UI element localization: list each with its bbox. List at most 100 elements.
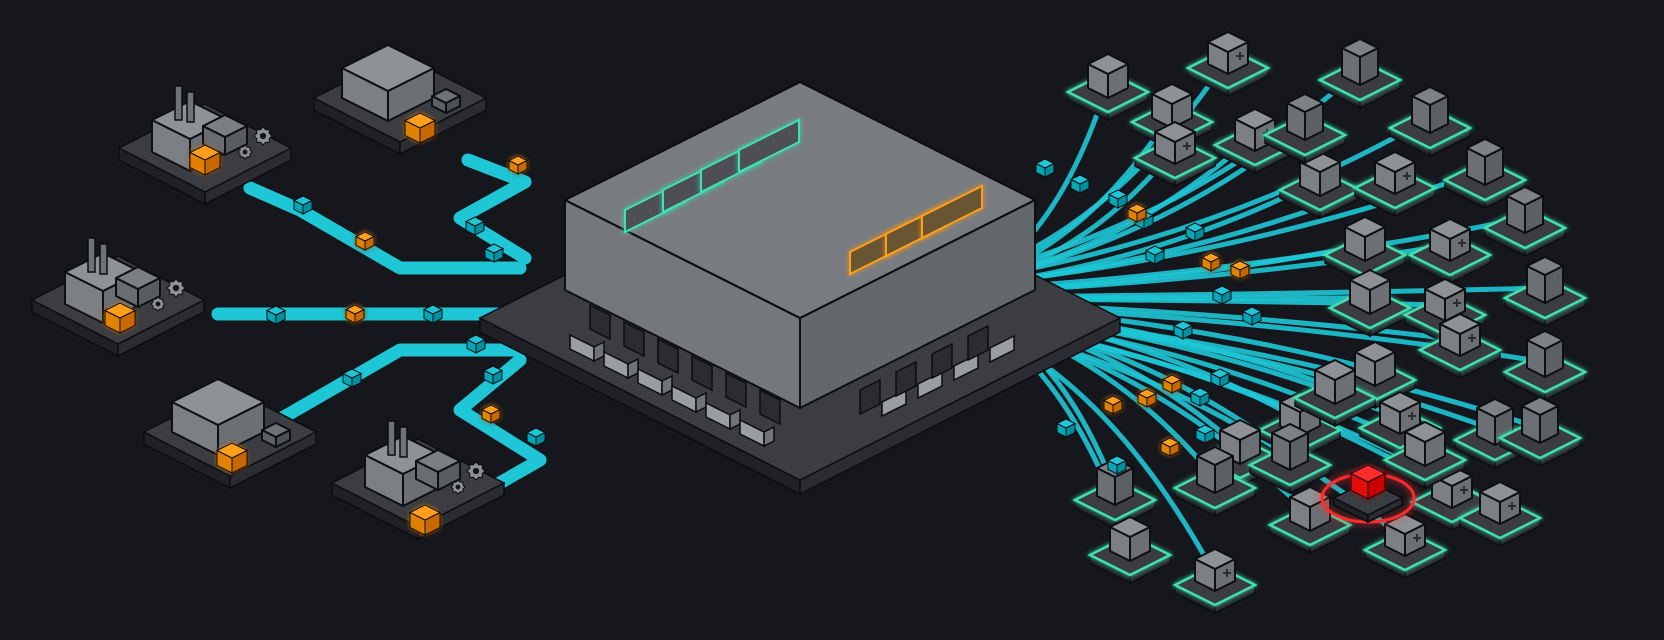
package-marker <box>482 365 504 385</box>
factory-icon <box>64 237 161 324</box>
destination-node <box>1185 31 1271 98</box>
pharmacy-icon <box>1439 313 1481 357</box>
destination-node <box>1322 216 1408 285</box>
store-icon <box>1299 151 1341 197</box>
package-marker <box>354 231 376 251</box>
package-marker <box>422 304 444 324</box>
destinations-group <box>1065 31 1588 615</box>
package-marker <box>480 404 502 424</box>
destination-node <box>1172 446 1258 518</box>
green-storage-rack <box>738 118 800 174</box>
pharmacy-icon <box>1479 481 1521 525</box>
pharmacy-cross-icon <box>1236 52 1244 60</box>
pharmacy-cross-icon <box>1408 412 1416 420</box>
destination-node <box>1247 423 1333 495</box>
package-box-icon <box>188 144 222 176</box>
store-icon <box>1109 516 1151 562</box>
dock-door <box>691 354 713 392</box>
package-marker <box>464 216 486 236</box>
store-icon <box>1151 83 1193 129</box>
package-marker <box>1102 395 1124 415</box>
outbound-flow-line <box>987 115 1433 279</box>
package-marker <box>1211 285 1233 305</box>
package-marker <box>1200 252 1222 272</box>
package-marker <box>507 155 529 175</box>
pharmacy-icon <box>1429 218 1471 262</box>
gear-icon <box>450 479 466 495</box>
store-icon <box>1087 53 1129 99</box>
package-marker <box>341 368 363 388</box>
destination-node <box>1407 218 1493 285</box>
inbound-flow-line <box>453 153 532 265</box>
dock-door <box>759 388 781 426</box>
package-marker <box>1136 388 1158 408</box>
pharmacy-icon <box>1154 121 1196 165</box>
forklift-icon <box>431 88 461 114</box>
pharmacy-cross-icon <box>1468 334 1476 342</box>
dock-door <box>895 360 917 398</box>
package-marker <box>1241 306 1263 326</box>
shelf-unit-icon <box>1196 446 1234 494</box>
alert-destination <box>1320 464 1416 524</box>
factory-icon <box>364 420 461 507</box>
supplier-2 <box>312 44 488 156</box>
destination-node <box>1417 313 1503 380</box>
destination-node <box>1317 38 1403 110</box>
destination-node <box>1387 86 1473 158</box>
shelf-unit-icon <box>1286 93 1324 141</box>
destination-node <box>1065 53 1151 122</box>
package-box-icon <box>103 302 137 334</box>
destination-node <box>1172 548 1258 615</box>
shelf-unit-icon <box>1526 330 1564 378</box>
warehouse-icon <box>171 378 291 456</box>
store-icon <box>1349 269 1391 315</box>
truck-icon <box>989 334 1015 364</box>
truck-icon <box>637 367 673 397</box>
package-marker <box>465 334 487 354</box>
pharmacy-cross-icon <box>1183 142 1191 150</box>
destination-node <box>1087 516 1173 585</box>
store-icon <box>1404 421 1446 467</box>
store-icon <box>1314 359 1356 405</box>
package-box-icon <box>215 442 249 474</box>
distribution-hub <box>478 80 1122 496</box>
shelf-unit-icon <box>1476 398 1514 446</box>
loading-docks <box>569 303 1015 448</box>
destination-node <box>1357 391 1443 458</box>
package-marker <box>1184 222 1206 242</box>
pharmacy-cross-icon <box>1403 172 1411 180</box>
dock-door <box>657 337 679 375</box>
destination-node <box>1262 93 1348 165</box>
shelf-unit-icon <box>1411 86 1449 134</box>
inbound-flow-line <box>243 181 527 275</box>
pharmacy-cross-icon <box>1413 534 1421 542</box>
gear-icon <box>150 296 166 312</box>
destination-node <box>1267 486 1353 555</box>
package-marker <box>1144 245 1166 265</box>
package-marker <box>1034 158 1056 178</box>
destination-node <box>1327 269 1413 338</box>
package-marker <box>1229 260 1251 280</box>
gear-icon <box>466 461 486 481</box>
destination-node <box>1457 481 1543 548</box>
orange-storage-rack <box>921 184 983 240</box>
package-marker <box>525 427 547 447</box>
destination-node <box>1362 513 1448 580</box>
pharmacy-icon <box>1379 391 1421 435</box>
package-marker <box>1107 189 1129 209</box>
pharmacy-icon <box>1234 108 1276 152</box>
dock-door <box>589 303 611 341</box>
destination-node <box>1442 138 1528 210</box>
shelf-unit-icon <box>1466 138 1504 186</box>
store-icon <box>1354 341 1396 387</box>
destination-node <box>1502 330 1588 402</box>
shelf-unit-icon <box>1521 396 1559 444</box>
pharmacy-cross-icon <box>1460 486 1468 494</box>
gear-icon <box>166 278 186 298</box>
dock-door <box>859 378 881 416</box>
dock-door <box>931 342 953 380</box>
gear-icon <box>237 144 253 160</box>
glass-roof <box>562 80 1038 320</box>
package-markers <box>265 155 1263 475</box>
